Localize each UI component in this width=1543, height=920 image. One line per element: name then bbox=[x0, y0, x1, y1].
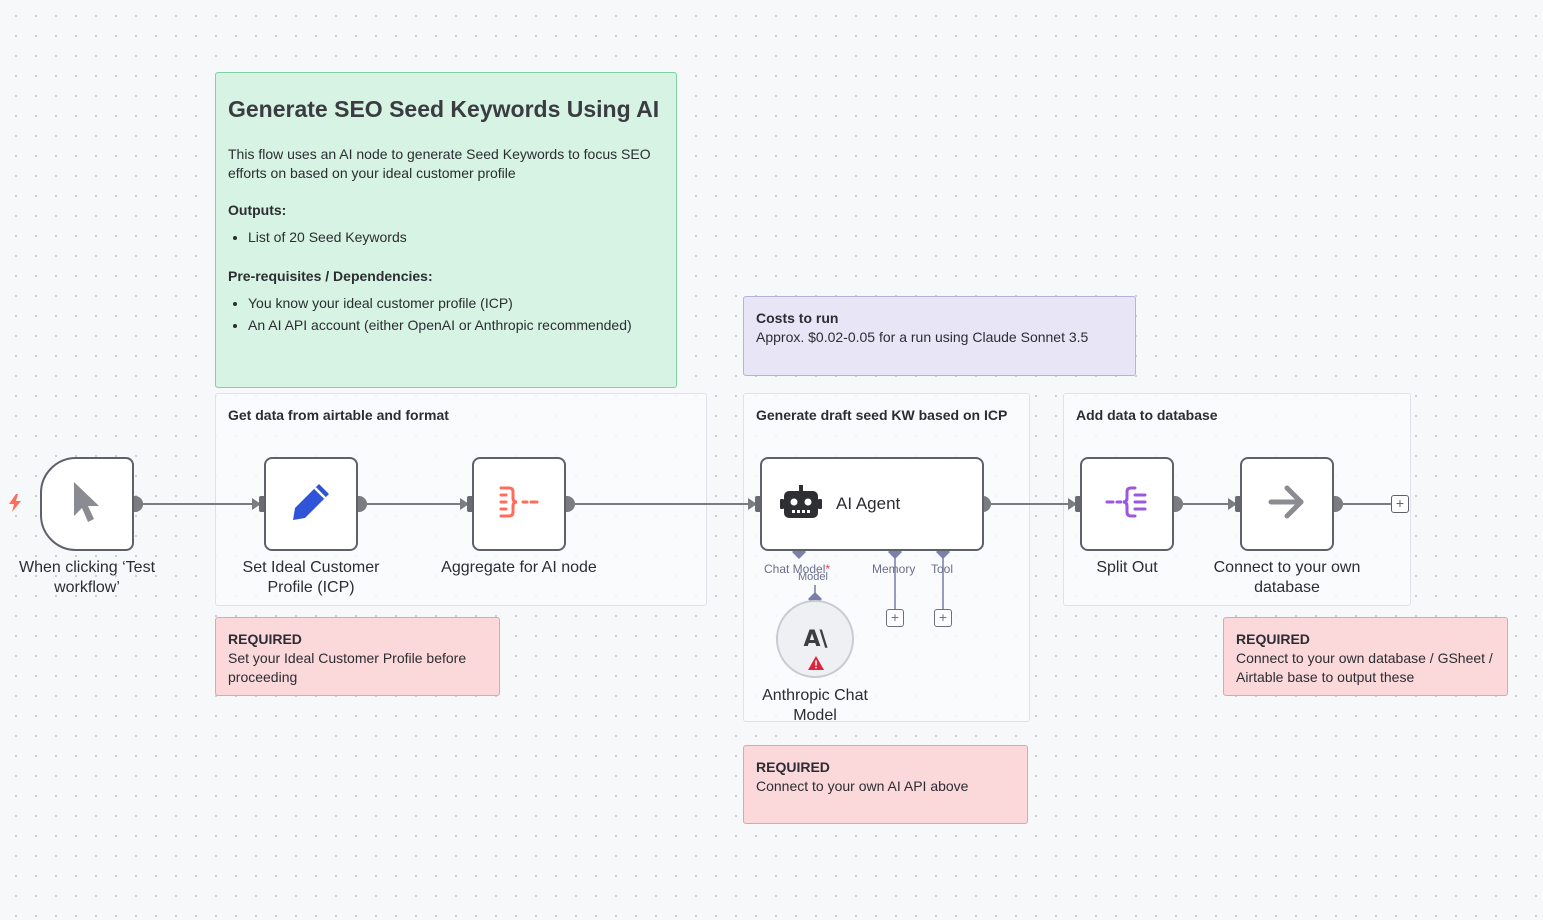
required-db-note[interactable]: REQUIRED Connect to your own database / … bbox=[1223, 617, 1508, 696]
required-icp-text: Set your Ideal Customer Profile before p… bbox=[228, 650, 467, 685]
ai-agent-label: AI Agent bbox=[836, 494, 901, 513]
robot-icon bbox=[780, 484, 822, 524]
warning-icon bbox=[808, 656, 824, 675]
group-draft-title: Generate draft seed KW based on ICP bbox=[756, 407, 1008, 423]
anthropic-icon: A\ bbox=[803, 626, 827, 652]
intro-note[interactable]: Generate SEO Seed Keywords Using AI This… bbox=[215, 72, 677, 388]
outputs-list: List of 20 Seed Keywords bbox=[228, 228, 664, 247]
cursor-icon bbox=[70, 480, 104, 529]
set-icp-node-label: Set Ideal Customer Profile (ICP) bbox=[242, 559, 380, 596]
required-star: * bbox=[825, 562, 831, 576]
costs-note[interactable]: Costs to run Approx. $0.02-0.05 for a ru… bbox=[743, 296, 1136, 376]
list-item: List of 20 Seed Keywords bbox=[248, 228, 664, 247]
group-database-title: Add data to database bbox=[1076, 407, 1218, 423]
add-node-button[interactable]: + bbox=[1391, 495, 1409, 513]
anthropic-chat-model-node[interactable]: A\ bbox=[776, 600, 854, 678]
outputs-heading: Outputs: bbox=[228, 202, 287, 218]
required-ai-title: REQUIRED bbox=[756, 759, 830, 775]
memory-port-label: Memory bbox=[872, 562, 916, 576]
aggregate-node-label: Aggregate for AI node bbox=[441, 559, 597, 576]
trigger-bolt-icon bbox=[8, 494, 22, 512]
intro-description: This flow uses an AI node to generate Se… bbox=[228, 146, 651, 181]
tool-port-label: Tool bbox=[931, 562, 954, 576]
connect-db-node[interactable] bbox=[1240, 457, 1334, 551]
trigger-node-label: When clicking ‘Test workflow’ bbox=[18, 559, 156, 596]
split-out-node[interactable] bbox=[1080, 457, 1174, 551]
ai-agent-node[interactable]: AI Agent bbox=[760, 457, 984, 551]
list-item: You know your ideal customer profile (IC… bbox=[248, 294, 664, 313]
anthropic-node-label: Anthropic Chat Model bbox=[762, 687, 868, 724]
required-ai-text: Connect to your own AI API above bbox=[756, 778, 969, 794]
arrow-right-icon bbox=[1267, 484, 1307, 525]
trigger-node[interactable] bbox=[40, 457, 134, 551]
aggregate-icon bbox=[497, 484, 541, 525]
split-icon bbox=[1105, 484, 1149, 525]
required-ai-note[interactable]: REQUIRED Connect to your own AI API abov… bbox=[743, 745, 1028, 824]
required-db-text: Connect to your own database / GSheet / … bbox=[1236, 650, 1493, 685]
required-icp-title: REQUIRED bbox=[228, 631, 302, 647]
required-icp-note[interactable]: REQUIRED Set your Ideal Customer Profile… bbox=[215, 617, 500, 696]
required-db-title: REQUIRED bbox=[1236, 631, 1310, 647]
aggregate-node[interactable] bbox=[472, 457, 566, 551]
prereq-heading: Pre-requisites / Dependencies: bbox=[228, 268, 433, 284]
intro-heading: Generate SEO Seed Keywords Using AI bbox=[228, 96, 660, 122]
chat-model-port-text: Chat Model bbox=[764, 562, 826, 576]
group-airtable-title: Get data from airtable and format bbox=[228, 407, 449, 423]
pencil-icon bbox=[289, 480, 333, 529]
list-item: An AI API account (either OpenAI or Anth… bbox=[248, 316, 664, 335]
costs-title: Costs to run bbox=[756, 310, 839, 326]
group-draft-note[interactable]: Generate draft seed KW based on ICP bbox=[743, 393, 1030, 722]
model-port-label: Model bbox=[798, 571, 828, 583]
set-icp-node[interactable] bbox=[264, 457, 358, 551]
prereq-list: You know your ideal customer profile (IC… bbox=[228, 294, 664, 335]
split-out-node-label: Split Out bbox=[1096, 559, 1158, 576]
connect-db-node-label: Connect to your own database bbox=[1213, 559, 1361, 596]
add-tool-button[interactable]: + bbox=[934, 609, 952, 627]
chat-model-port-label: Chat Model* bbox=[764, 562, 830, 576]
costs-text: Approx. $0.02-0.05 for a run using Claud… bbox=[756, 329, 1089, 345]
add-memory-button[interactable]: + bbox=[886, 609, 904, 627]
